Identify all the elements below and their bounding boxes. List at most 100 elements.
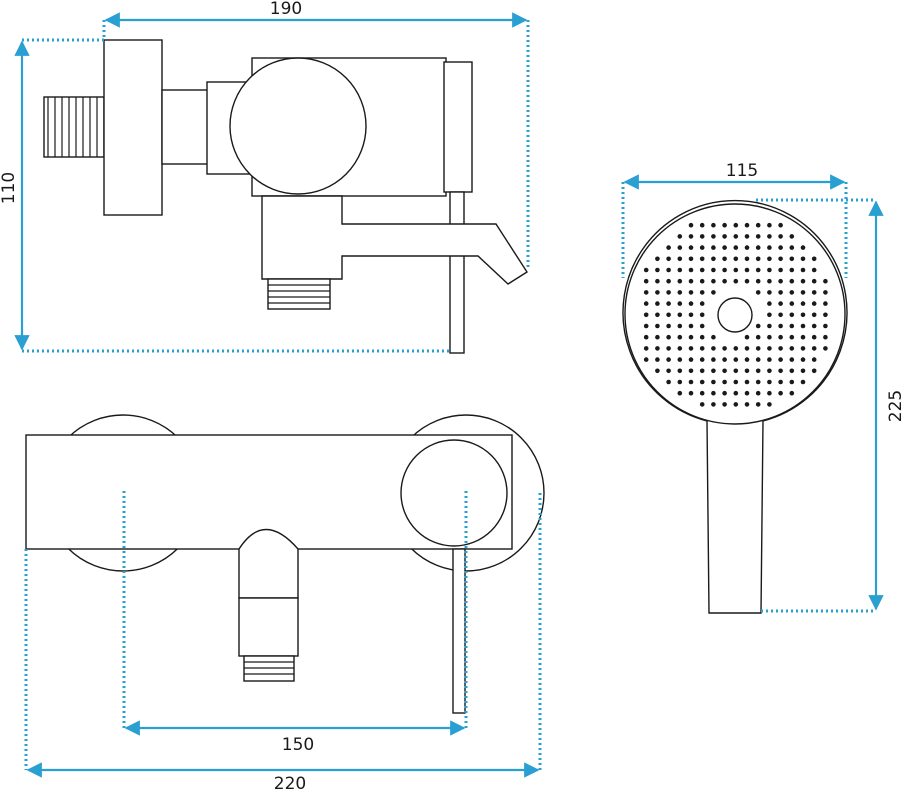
nozzle-dot bbox=[655, 312, 660, 318]
nozzle-dot bbox=[744, 267, 750, 273]
nozzle-dot bbox=[767, 245, 772, 250]
nozzle-dot bbox=[789, 301, 795, 306]
nozzle-dot bbox=[666, 278, 671, 284]
nozzle-dot bbox=[811, 278, 817, 284]
nozzle-dot bbox=[744, 368, 750, 374]
nozzle-dot bbox=[778, 312, 783, 318]
nozzle-dot bbox=[643, 312, 649, 318]
nozzle-dot bbox=[688, 323, 694, 329]
nozzle-dot bbox=[755, 267, 761, 273]
nozzle-dot bbox=[722, 402, 727, 407]
nozzle-dot bbox=[655, 267, 660, 273]
nozzle-dot bbox=[733, 256, 739, 262]
nozzle-dot bbox=[643, 267, 649, 273]
nozzle-dot bbox=[755, 346, 761, 351]
mixer-end-cap bbox=[443, 61, 473, 193]
front-knob bbox=[400, 439, 508, 547]
nozzle-dot bbox=[711, 245, 716, 250]
nozzle-dot bbox=[699, 278, 705, 284]
nozzle-dot bbox=[789, 290, 795, 295]
nozzle-dot bbox=[823, 278, 828, 284]
nozzle-pattern bbox=[643, 222, 828, 407]
nozzle-dot bbox=[778, 379, 783, 385]
nozzle-dot bbox=[666, 323, 671, 329]
nozzle-dot bbox=[699, 379, 705, 385]
nozzle-dot bbox=[677, 379, 683, 385]
nozzle-dot bbox=[655, 346, 660, 351]
nozzle-dot bbox=[722, 390, 727, 396]
nozzle-dot bbox=[655, 290, 660, 295]
nozzle-dot bbox=[811, 267, 817, 273]
nozzle-dot bbox=[789, 334, 795, 340]
nozzle-dot bbox=[800, 346, 806, 351]
nozzle-dot bbox=[699, 312, 705, 318]
nozzle-dot bbox=[688, 379, 694, 385]
nozzle-dot bbox=[666, 245, 671, 250]
nozzle-dot bbox=[800, 267, 806, 273]
nozzle-dot bbox=[666, 357, 671, 362]
nozzle-dot bbox=[688, 357, 694, 362]
nozzle-dot bbox=[711, 379, 716, 385]
nozzle-dot bbox=[666, 368, 671, 374]
nozzle-dot bbox=[755, 368, 761, 374]
nozzle-dot bbox=[811, 256, 817, 262]
nozzle-dot bbox=[800, 256, 806, 262]
nozzle-dot bbox=[677, 357, 683, 362]
nozzle-dot bbox=[733, 402, 739, 407]
nozzle-dot bbox=[800, 323, 806, 329]
nozzle-dot bbox=[688, 390, 694, 396]
nozzle-dot bbox=[733, 234, 739, 239]
nozzle-dot bbox=[744, 256, 750, 262]
nozzle-dot bbox=[767, 368, 772, 374]
nozzle-dot bbox=[811, 290, 817, 295]
nozzle-dot bbox=[722, 357, 727, 362]
nozzle-dot bbox=[800, 334, 806, 340]
nozzle-dot bbox=[767, 278, 772, 284]
nozzle-dot bbox=[711, 357, 716, 362]
dimension-label-225: 225 bbox=[886, 390, 906, 422]
wall-flange bbox=[103, 39, 163, 216]
nozzle-dot bbox=[778, 234, 783, 239]
nozzle-dot bbox=[688, 334, 694, 340]
nozzle-dot bbox=[688, 301, 694, 306]
nozzle-dot bbox=[699, 301, 705, 306]
nozzle-dot bbox=[789, 346, 795, 351]
front-diverter-sleeve bbox=[238, 597, 299, 657]
nozzle-dot bbox=[755, 222, 761, 228]
nozzle-dot bbox=[722, 278, 727, 284]
diverter-thread bbox=[267, 278, 331, 310]
nozzle-dot bbox=[699, 390, 705, 396]
nozzle-dot bbox=[733, 267, 739, 273]
nozzle-dot bbox=[767, 267, 772, 273]
nozzle-dot bbox=[666, 312, 671, 318]
nozzle-dot bbox=[767, 357, 772, 362]
nozzle-dot bbox=[733, 346, 739, 351]
nozzle-dot bbox=[688, 222, 694, 228]
center-disc bbox=[717, 297, 753, 333]
nozzle-dot bbox=[744, 346, 750, 351]
dimension-110: 110 bbox=[0, 38, 450, 353]
nozzle-dot bbox=[733, 368, 739, 374]
nozzle-dot bbox=[699, 234, 705, 239]
nozzle-dot bbox=[655, 256, 660, 262]
nozzle-dot bbox=[789, 278, 795, 284]
nozzle-dot bbox=[711, 278, 716, 284]
nozzle-dot bbox=[755, 278, 761, 284]
nozzle-dot bbox=[789, 368, 795, 374]
nozzle-dot bbox=[677, 267, 683, 273]
nozzle-dot bbox=[755, 334, 761, 340]
dimension-label-150: 150 bbox=[282, 735, 314, 755]
nozzle-dot bbox=[677, 278, 683, 284]
nozzle-dot bbox=[677, 368, 683, 374]
nozzle-dot bbox=[699, 368, 705, 374]
nozzle-dot bbox=[778, 334, 783, 340]
wall-inlet-thread bbox=[43, 96, 105, 158]
nozzle-dot bbox=[800, 290, 806, 295]
nozzle-dot bbox=[778, 267, 783, 273]
nozzle-dot bbox=[767, 323, 772, 329]
nozzle-dot bbox=[733, 245, 739, 250]
nozzle-dot bbox=[688, 368, 694, 374]
nozzle-dot bbox=[755, 323, 761, 329]
nozzle-dot bbox=[666, 256, 671, 262]
nozzle-dot bbox=[767, 222, 772, 228]
